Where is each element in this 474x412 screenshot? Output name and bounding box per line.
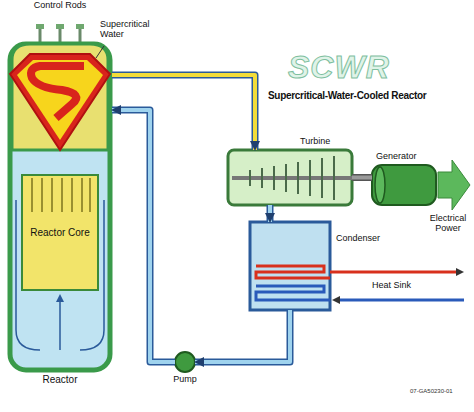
shield-logo [10, 54, 110, 150]
pipe-flow [112, 110, 175, 362]
flow-arrowhead [56, 294, 64, 302]
pipe-connector [195, 310, 290, 362]
node-text: Turbine [300, 137, 330, 147]
fuel-rods [32, 178, 90, 212]
supercritical-water-label: Supercritical Water [100, 20, 164, 40]
pipe-wall [267, 205, 274, 222]
node-text: Pump [173, 375, 197, 385]
node-text: Reactor [8, 374, 112, 385]
drawing-number: 07-GA50230-01 [410, 388, 453, 395]
generator-node: Generator [372, 165, 436, 205]
node-text: Reactor Core [30, 227, 89, 238]
condenser-node: Condenser [250, 222, 330, 310]
turbine-symbol [228, 150, 356, 205]
electrical-power-label: Electrical Power [424, 214, 472, 234]
pump-node: Pump [175, 352, 195, 372]
pipe-wall [195, 310, 290, 362]
pump-symbol [175, 352, 195, 372]
reactor-vessel [10, 44, 110, 370]
heat-sink-pipes [330, 268, 464, 304]
pipe-connector [352, 177, 372, 178]
acronym-title: SCWR [288, 50, 390, 85]
node-text: Condenser [336, 234, 380, 244]
pipe-flow [268, 205, 272, 222]
pipe-connector [270, 205, 271, 222]
condenser-symbol [250, 222, 330, 310]
control-rods-label: Control Rods [32, 1, 88, 11]
pipe-wall [352, 174, 372, 181]
core-fill [22, 175, 98, 290]
turbine-node: Turbine [228, 150, 352, 205]
diagram-title: Supercritical-Water-Cooled Reactor [268, 90, 426, 101]
node-text: Generator [376, 152, 417, 162]
arrowhead [195, 310, 290, 362]
pipe-wall [112, 110, 175, 362]
reactor-vessel-node: ReactorReactor Core [8, 40, 112, 370]
leader-line [96, 46, 104, 58]
rod-drives [36, 24, 84, 29]
generator-symbol [372, 160, 470, 210]
arrowhead [112, 110, 175, 362]
pipe-flow [352, 176, 372, 180]
heat-sink-label: Heat Sink [372, 281, 411, 291]
pipe-connector [112, 110, 175, 362]
pipe-flow [195, 310, 290, 362]
arrowhead [270, 205, 271, 222]
flow-arrows [16, 200, 104, 350]
reactor-core-box: Reactor Core [22, 175, 98, 290]
